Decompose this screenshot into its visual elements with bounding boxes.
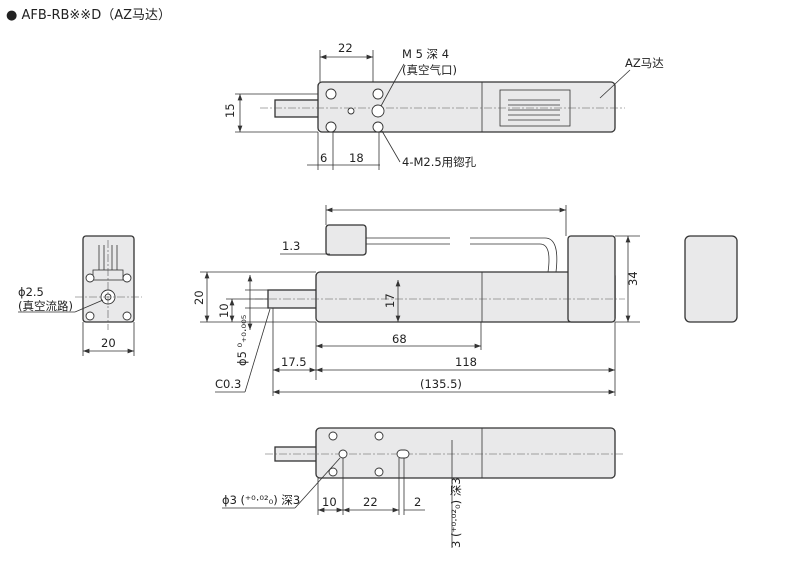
side-view: 1.3 20 10 ϕ5 ⁰₊₀.₀₀₅ 17 34 68 17.5 118 (… — [192, 205, 640, 396]
dim-17: 17 — [383, 293, 397, 308]
motor-end-view — [684, 235, 738, 323]
dim-15: 15 — [223, 103, 237, 118]
bottom-dim-10: 10 — [322, 495, 337, 509]
drawing-title: ● AFB-RB※※D（AZ马达） — [6, 8, 172, 23]
dim-18: 18 — [349, 151, 364, 165]
dim-68: 68 — [392, 332, 407, 346]
bore-label: ϕ2.5 — [18, 285, 44, 299]
shaft-diameter: ϕ5 ⁰₊₀.₀₀₅ — [235, 314, 249, 366]
dim-118: 118 — [455, 355, 477, 369]
bottom-view: 10 22 2 ϕ3 (⁺⁰·⁰²₀) 深3 3 (⁺⁰·⁰²₀) 深3 — [222, 427, 625, 548]
dim-17-5: 17.5 — [281, 355, 307, 369]
bottom-dim-2: 2 — [414, 495, 421, 509]
top-view: 22 15 6 18 M 5 深 4 (真空气口) AZ马达 4-M2.5用锪孔 — [223, 41, 664, 170]
dim-1-3: 1.3 — [282, 239, 300, 253]
pin-hole-label: ϕ3 (⁺⁰·⁰²₀) 深3 — [222, 493, 300, 507]
dim-34: 34 — [626, 271, 640, 286]
holes-label: 4-M2.5用锪孔 — [402, 155, 477, 169]
end-dim-20: 20 — [101, 336, 116, 350]
dim-135-5: (135.5) — [420, 377, 462, 391]
dim-10: 10 — [217, 303, 231, 318]
port-note: (真空气口) — [402, 63, 457, 77]
motor-label: AZ马达 — [625, 56, 664, 70]
dim-22: 22 — [338, 41, 353, 55]
chamfer-label: C0.3 — [215, 377, 241, 391]
end-view: ϕ2.5 (真空流路) 20 — [18, 235, 142, 356]
bore-note: (真空流路) — [18, 299, 73, 313]
slot-label: 3 (⁺⁰·⁰²₀) 深3 — [449, 477, 463, 548]
side-dim-20: 20 — [192, 290, 206, 305]
dim-6: 6 — [320, 151, 327, 165]
port-label: M 5 深 4 — [402, 47, 449, 61]
bottom-dim-22: 22 — [363, 495, 378, 509]
